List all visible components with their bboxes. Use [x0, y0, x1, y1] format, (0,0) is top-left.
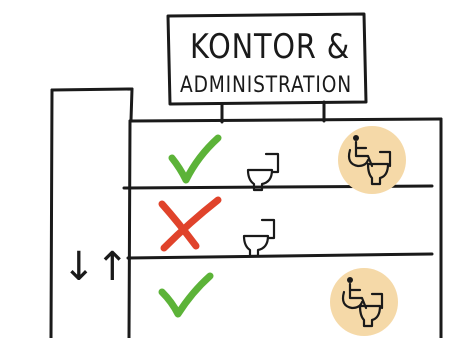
floor-bottom: [158, 268, 398, 336]
floor-top: [168, 126, 406, 194]
sign-title-line2: ADMINISTRATION: [180, 73, 352, 98]
sign-board: KONTOR & ADMINISTRATION: [166, 12, 368, 124]
elevator-arrows-icon: ↓↑: [62, 244, 129, 290]
floor-middle: [158, 196, 276, 258]
elevator-shaft: ↓↑: [49, 87, 134, 338]
check-icon: [158, 272, 214, 318]
wheelchair-icon: [347, 135, 374, 168]
toilet-icon: [242, 218, 276, 258]
check-icon: [168, 134, 222, 184]
floor-divider-2: [126, 252, 434, 260]
accessible-toilet-icon: [366, 150, 392, 186]
cross-icon: [158, 196, 222, 252]
toilet-icon: [246, 152, 280, 192]
accessible-toilet-icon: [358, 292, 384, 328]
sign-title-line1: KONTOR &: [190, 27, 350, 67]
